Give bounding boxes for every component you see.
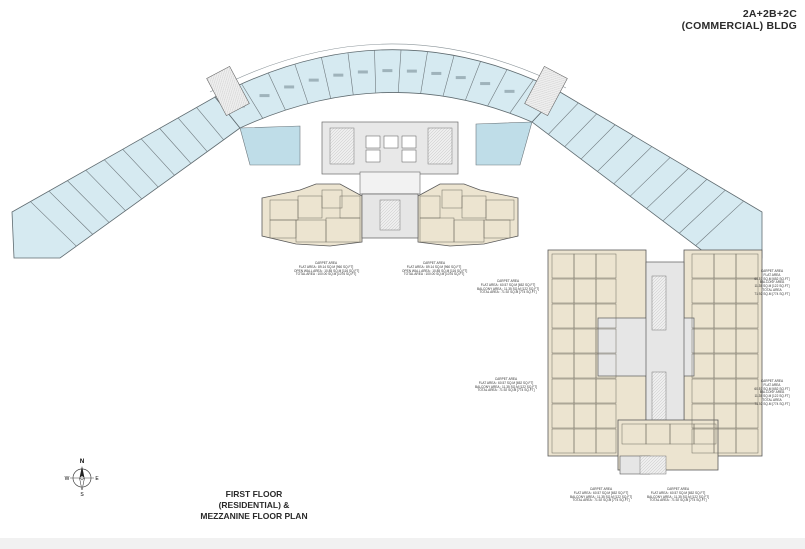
arc-shop-band: [214, 49, 561, 129]
area-note-line: CARPET AREA: [760, 269, 784, 273]
area-note-line: CARPET AREA: [496, 279, 520, 283]
area-note-line: BALCONY AREA : 11.35 SQ.M [122 SQ.FT]: [474, 384, 538, 389]
area-note-line: CARPET AREA: [760, 379, 784, 383]
floor-title-line1: FIRST FLOOR (RESIDENTIAL) &: [218, 489, 290, 510]
floor-title-line2: MEZZANINE FLOOR PLAN: [200, 511, 308, 521]
floor-title: FIRST FLOOR (RESIDENTIAL) & MEZZANINE FL…: [195, 489, 313, 522]
area-note-line: TOTAL AREA: [762, 287, 782, 292]
commercial-wing: [11, 43, 763, 259]
building-title: 2A+2B+2C (COMMERCIAL) BLDG: [682, 8, 797, 32]
area-note-line: FLAT AREA : 60.57 SQ.M [652 SQ.FT]: [478, 380, 534, 385]
area-note-line: TOTAL AREA : 100.00 SQ.M [1076 SQ.FT]: [295, 272, 357, 277]
area-note-line: FLAT AREA : 60.57 SQ.M [652 SQ.FT]: [480, 282, 536, 287]
stair-right: [524, 65, 568, 117]
area-note-line: TOTAL AREA : 71.92 SQ.M [774 SQ.FT]: [479, 290, 537, 295]
residential-tower-right: [547, 249, 763, 475]
area-note-line: 60.57 SQ.M [652 SQ.FT]: [754, 276, 790, 281]
area-note-line: 11.35 SQ.M [122 SQ.FT]: [754, 284, 790, 289]
area-note-line: OPEN WALL AREA : 10.85 SQ.M [116 SQ.FT]: [294, 268, 360, 273]
area-note-line: BALCONY AREA: [759, 390, 785, 395]
area-note-line: 71.92 SQ.M [774 SQ.FT]: [754, 291, 790, 296]
area-note-line: BALCONY AREA : 11.35 SQ.M [122 SQ.FT]: [476, 286, 540, 291]
compass-w: W: [65, 476, 70, 482]
central-core: [321, 121, 459, 195]
stair-left: [206, 65, 250, 117]
area-note-line: CARPET AREA: [666, 487, 690, 491]
area-note-line: TOTAL AREA : 71.92 SQ.M [774 SQ.FT]: [477, 388, 535, 393]
building-title-line2: (COMMERCIAL) BLDG: [681, 20, 797, 32]
compass-icon: N S W E: [65, 459, 100, 496]
area-note-line: CARPET AREA: [494, 377, 518, 381]
area-note-line: FLAT AREA : 60.57 SQ.M [652 SQ.FT]: [573, 490, 629, 495]
area-note-line: BALCONY AREA : 11.35 SQ.M [122 SQ.FT]: [569, 494, 633, 499]
area-note-line: CARPET AREA: [314, 261, 338, 265]
area-note-line: TOTAL AREA : 71.92 SQ.M [774 SQ.FT]: [572, 498, 630, 503]
residential-cluster-top: [261, 183, 519, 247]
area-note-line: OPEN WALL AREA : 10.85 SQ.M [116 SQ.FT]: [402, 268, 468, 273]
area-note-line: BALCONY AREA : 11.35 SQ.M [122 SQ.FT]: [646, 494, 710, 499]
area-note-line: FLAT AREA : 60.57 SQ.M [652 SQ.FT]: [650, 490, 706, 495]
compass-n: N: [80, 459, 84, 465]
compass-e: E: [95, 476, 99, 482]
area-note-line: FLAT AREA : 89.14 SQ.M [960 SQ.FT]: [406, 264, 462, 269]
right-shop-wing: [531, 91, 763, 259]
building-title-line1: 2A+2B+2C: [742, 8, 797, 20]
area-note-line: FLAT AREA: [763, 272, 781, 277]
area-note-line: TOTAL AREA : 71.92 SQ.M [774 SQ.FT]: [649, 498, 707, 503]
area-note-line: CARPET AREA: [589, 487, 613, 491]
compass-s: S: [80, 492, 84, 496]
area-note-line: FLAT AREA : 89.14 SQ.M [960 SQ.FT]: [298, 264, 354, 269]
area-note-line: 11.35 SQ.M [122 SQ.FT]: [754, 394, 790, 399]
area-note-line: TOTAL AREA: [762, 397, 782, 402]
area-note-line: BALCONY AREA: [759, 280, 785, 285]
left-shop-wing: [11, 96, 241, 259]
area-note-line: 60.57 SQ.M [652 SQ.FT]: [754, 386, 790, 391]
footer-bar: [0, 538, 805, 549]
area-note-line: CARPET AREA: [422, 261, 446, 265]
area-note-line: FLAT AREA: [763, 382, 781, 387]
area-note-line: TOTAL AREA : 100.00 SQ.M [1076 SQ.FT]: [403, 272, 465, 277]
area-note-line: 71.92 SQ.M [774 SQ.FT]: [754, 401, 790, 406]
